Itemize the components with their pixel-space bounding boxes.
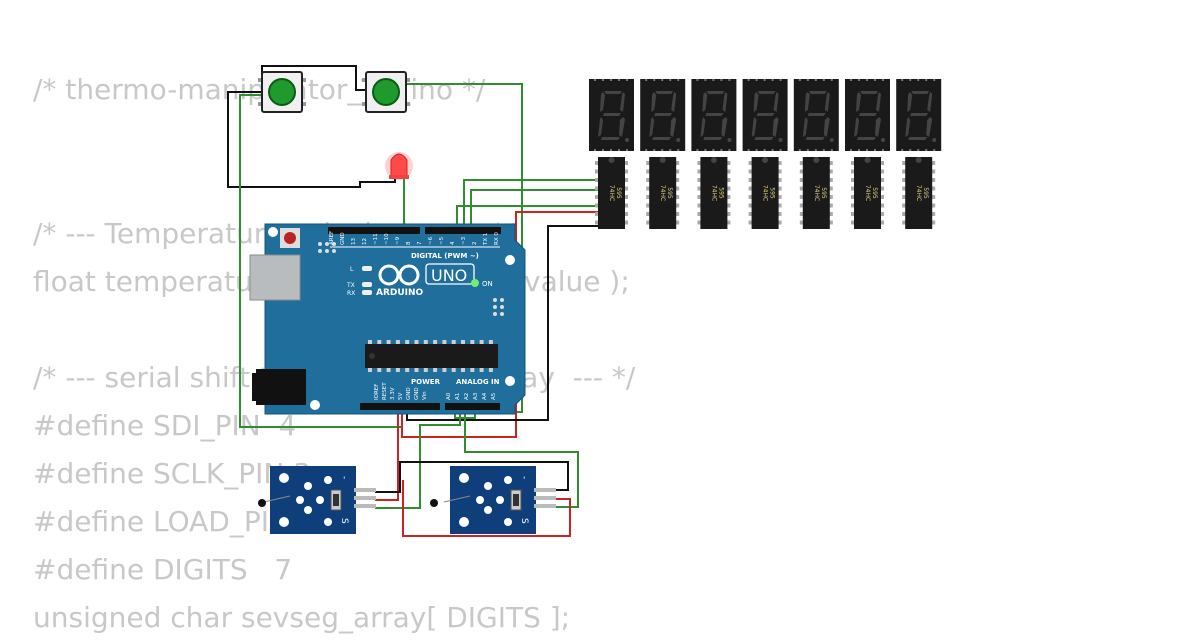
led-label-l: L [350,266,354,273]
chip-label-line2: 595 [820,187,827,199]
chip-label-line1: 74HC [659,185,666,201]
chip-label-line2: 595 [666,187,673,199]
chip-label-line1: 74HC [915,185,922,201]
chip-label-line2: 595 [717,187,724,199]
seven-segment-display [589,79,634,151]
seven-segment-display [793,79,839,151]
wire-sensor1-vcc [375,408,399,501]
sensor2-pin-minus: - [519,476,529,479]
chip-label-line2: 595 [769,187,776,199]
wire-sensor1-s [375,408,461,509]
digital-header-label: DIGITAL (PWM ~) [411,252,479,260]
pin-label: A0 [446,392,452,400]
wire-button-top [261,65,366,91]
pin-label: ~5 [439,236,445,245]
pin-label: A3 [473,392,479,400]
pin-label: GND [406,387,412,400]
analog-header-label: ANALOG IN [456,378,500,386]
code-line: #define SCLK_PIN 3 [33,457,312,490]
seven-segment-display [896,79,942,151]
seven-segment-display [691,79,737,151]
chip-label-line2: 595 [615,187,622,199]
sensor1-pin-minus: - [339,476,349,479]
wire-sensor2-vcc [402,480,571,537]
chip-label-line1: 74HC [762,185,769,201]
atmega-chip [365,340,498,372]
pin-label: A5 [491,392,497,400]
pin-label: A1 [455,393,461,400]
pin-label: ~3 [461,236,467,245]
code-line: unsigned char sevseg_array[ DIGITS ]; [33,601,571,634]
chip-label-line1: 74HC [813,185,820,201]
code-background: /* thermo-manipulator_TC_ino *//* --- Te… [33,66,635,642]
pin-label: 3.3V [390,387,396,400]
wire-sdi [456,205,599,228]
seven-segment-display [845,79,890,151]
wire-gnd-sr [406,225,599,421]
pin-label: ~9 [395,236,401,245]
digital-pin-labels: AREF GND 13 12 ~11 ~10 ~9 8 7 ~6 ~5 4 ~3 2 TX 1 RX 0 [329,231,500,246]
wire-button1-gnd [227,91,396,188]
wire-load [470,189,599,228]
pin-label: 4 [450,241,456,245]
pin-label: 12 [362,238,368,245]
led-label-rx: RX [347,290,355,297]
board-model: UNO [431,266,467,285]
on-label: ON [482,280,493,288]
pin-label: RESET [382,382,388,400]
pin-label: GND [340,232,346,245]
pin-label: A2 [464,393,470,400]
pin-label: 7 [417,241,423,245]
arduino-uno-board: AREF GND 13 12 ~11 ~10 ~9 8 7 ~6 ~5 4 ~3 2 TX 1 RX 0 IO… [249,223,526,415]
pin-label: A4 [482,392,488,400]
wire-5v [401,211,599,438]
pin-label: IOREF [374,384,380,400]
chip-label-line2: 595 [922,187,929,199]
temperature-sensor-module-2: - S [430,466,556,534]
pin-label: 8 [406,241,412,245]
pin-label: 2 [472,242,478,246]
chip-label-line1: 74HC [864,185,871,201]
push-button-2[interactable] [362,71,410,113]
sensor2-pin-s: S [519,518,529,524]
power-header-label: POWER [411,378,441,386]
pin-label: 13 [351,238,357,245]
pin-label: ~10 [384,233,390,245]
pin-label: 5V [398,393,404,400]
pin-label: ~6 [428,236,434,245]
pin-label: GND [414,387,420,400]
seven-segment-display [742,79,788,151]
seven-segment-display [640,79,686,151]
chip-label-line1: 74HC [710,185,717,201]
sensor1-pin-s: S [339,518,349,524]
led-label-tx: TX [346,282,355,289]
wire-sensor1-gnd [375,461,569,493]
red-led [385,152,413,180]
chip-label-line1: 74HC [608,185,615,201]
code-line: #define DIGITS 7 [33,553,293,586]
push-button-1[interactable] [258,71,306,113]
pin-label: AREF [329,231,335,245]
code-line: #define SDI_PIN 4 [33,409,297,442]
pin-label: Vin [422,391,428,400]
arduino-logo [378,264,420,286]
pin-label: TX 1 [483,233,489,246]
chip-label-line2: 595 [871,187,878,199]
pin-label: RX 0 [494,232,500,245]
temperature-sensor-module-1: - S [258,466,376,534]
pin-label: ~11 [373,233,379,245]
wire-sclk [463,179,599,228]
board-brand: ARDUINO [376,288,424,298]
